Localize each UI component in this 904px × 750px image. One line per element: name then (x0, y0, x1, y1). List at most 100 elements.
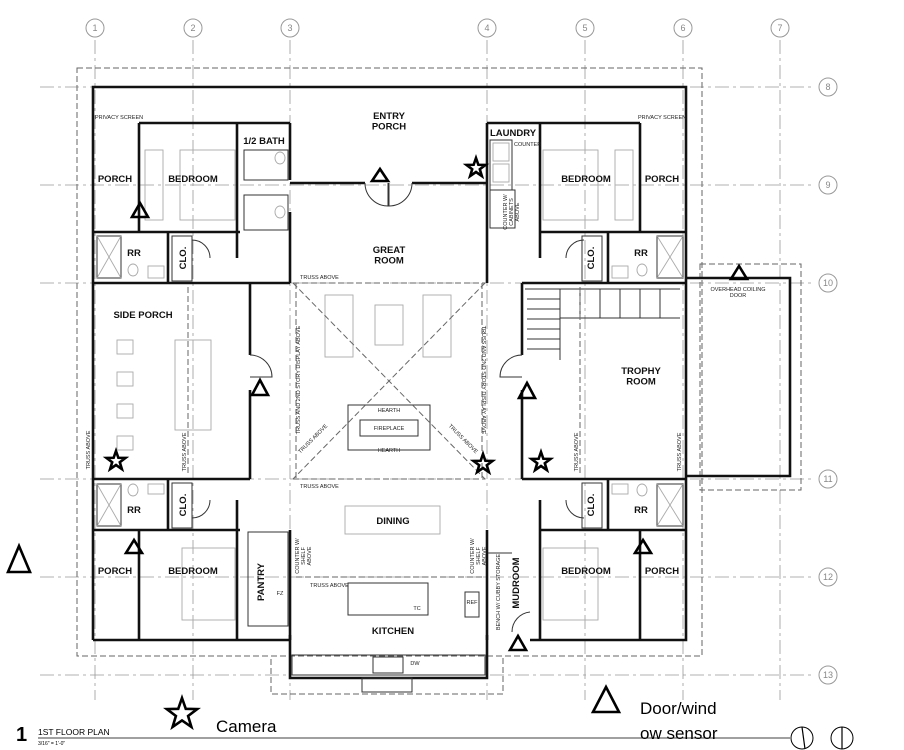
grid-col-6: 6 (680, 23, 685, 33)
grid-row-bubbles: 8 9 10 11 12 13 (818, 77, 838, 685)
note-counter: COUNTER (514, 142, 541, 148)
note-counter-cabinets: COUNTER W/CABINETSABOVE (503, 194, 521, 230)
sensor-triangle-icon (369, 166, 391, 183)
room-label-porch-se: PORCH (645, 566, 679, 577)
legend-sensor-triangle-icon (590, 684, 622, 714)
room-label-bedroom-se: BEDROOM (561, 566, 611, 577)
note-truss-diagonal-3: TRUSS ABOVE (297, 423, 329, 455)
note-hearth-top: HEARTH (378, 408, 401, 414)
grid-row-12: 12 (823, 572, 833, 582)
north-arrow-icons (790, 726, 854, 750)
room-label-rr-sw: RR (127, 505, 141, 516)
grid-col-5: 5 (582, 23, 587, 33)
room-label-rr-se: RR (634, 505, 648, 516)
note-truss-diagonal-1: TRUSS AND 2ND STORY DISPLAY ABOVE (296, 325, 302, 434)
note-truss-above-side-porch: TRUSS ABOVE (182, 432, 188, 471)
note-bench-storage: BENCH W/ CUBBY STORAGE (496, 554, 502, 631)
note-privacy-screen-left: PRIVACY SCREEN (95, 115, 143, 121)
sensor-markers (6, 166, 750, 652)
room-label-porch-nw: PORCH (98, 174, 132, 185)
note-dw: DW (410, 661, 420, 667)
camera-star-icon (462, 154, 490, 180)
room-label-bedroom-ne: BEDROOM (561, 174, 611, 185)
room-label-bedroom-sw: BEDROOM (168, 566, 218, 577)
note-truss-diagonal-4: TRUSS ABOVE (447, 423, 479, 455)
grid-col-4: 4 (484, 23, 489, 33)
grid-col-2: 2 (190, 23, 195, 33)
grid-row-10: 10 (823, 278, 833, 288)
camera-star-icon (469, 450, 497, 476)
sensor-triangle-icon (123, 537, 145, 555)
note-truss-above-kitchen: TRUSS ABOVE (310, 583, 349, 589)
room-label-kitchen: KITCHEN (372, 626, 414, 637)
note-truss-above-left-wall: TRUSS ABOVE (86, 430, 92, 469)
drawing-title: 1ST FLOOR PLAN (38, 727, 110, 737)
grid-col-3: 3 (287, 23, 292, 33)
sensor-triangle-icon (632, 537, 654, 555)
camera-star-icon (163, 694, 201, 731)
room-label-pantry: PANTRY (256, 562, 267, 601)
camera-star-icon (102, 447, 130, 473)
truss-lines (187, 282, 581, 578)
sensor-triangle-icon (249, 377, 271, 397)
room-label-laundry: LAUNDRY (490, 128, 537, 139)
grid-row-9: 9 (825, 180, 830, 190)
note-truss-above-bottom: TRUSS ABOVE (300, 484, 339, 490)
fixtures (96, 139, 684, 693)
sensor-triangle-icon (728, 263, 750, 281)
roof-outline (76, 67, 802, 695)
room-label-clo-ne: CLO. (586, 247, 597, 270)
note-truss-diagonal-2: TRUSS AND 2ND STORY DISPLAY ABOVE (480, 326, 486, 435)
room-label-rr-ne: RR (634, 248, 648, 259)
legend-camera-label: Camera (216, 717, 277, 736)
note-privacy-screen-right: PRIVACY SCREEN (638, 115, 686, 121)
note-fz: FZ (277, 591, 284, 597)
title-block: 1 1ST FLOOR PLAN 3/16" = 1'-0" (16, 724, 790, 747)
grid-col-7: 7 (777, 23, 782, 33)
note-counter-shelf-right: COUNTER W/SHELFABOVE (470, 538, 488, 574)
grid-row-13: 13 (823, 670, 833, 680)
room-label-porch-ne: PORCH (645, 174, 679, 185)
room-label-half-bath: 1/2 BATH (243, 136, 285, 147)
camera-markers (102, 154, 555, 731)
note-ref: REF (467, 600, 479, 606)
room-label-rr-nw: RR (127, 248, 141, 259)
sensor-triangle-icon (129, 200, 151, 219)
note-truss-above-trophy-wall: TRUSS ABOVE (677, 432, 683, 471)
note-fireplace: FIREPLACE (374, 426, 405, 432)
note-counter-shelf-left: COUNTER W/SHELFABOVE (295, 538, 313, 574)
note-tc: TC (413, 606, 420, 612)
note-hearth-bottom: HEARTH (378, 448, 401, 454)
grid-column-bubbles: 1 2 3 4 5 6 7 (85, 18, 790, 38)
sensor-triangle-icon (507, 633, 529, 652)
drawing-number: 1 (16, 724, 27, 746)
room-label-clo-nw: CLO. (178, 247, 189, 270)
sensor-triangle-icon (6, 542, 32, 574)
grid-col-1: 1 (92, 23, 97, 33)
room-label-porch-sw: PORCH (98, 566, 132, 577)
room-label-bedroom-nw: BEDROOM (168, 174, 218, 185)
room-label-clo-se: CLO. (586, 494, 597, 517)
room-label-clo-sw: CLO. (178, 494, 189, 517)
grid-row-8: 8 (825, 82, 830, 92)
legend-sensor-label-2: ow sensor (640, 724, 718, 743)
doors (191, 182, 585, 633)
room-label-side-porch: SIDE PORCH (113, 310, 172, 321)
legend: Camera Door/wind ow sensor (216, 684, 718, 743)
sensor-triangle-icon (516, 380, 538, 400)
grid-row-11: 11 (823, 474, 832, 484)
walls (91, 85, 792, 680)
legend-sensor-label-1: Door/wind (640, 699, 717, 718)
note-truss-above-trophy: TRUSS ABOVE (574, 432, 580, 471)
drawing-scale: 3/16" = 1'-0" (38, 741, 65, 747)
camera-star-icon (527, 448, 555, 474)
room-label-dining: DINING (376, 516, 409, 527)
note-truss-above-top: TRUSS ABOVE (300, 275, 339, 281)
room-label-mudroom: MUDROOM (511, 557, 522, 608)
